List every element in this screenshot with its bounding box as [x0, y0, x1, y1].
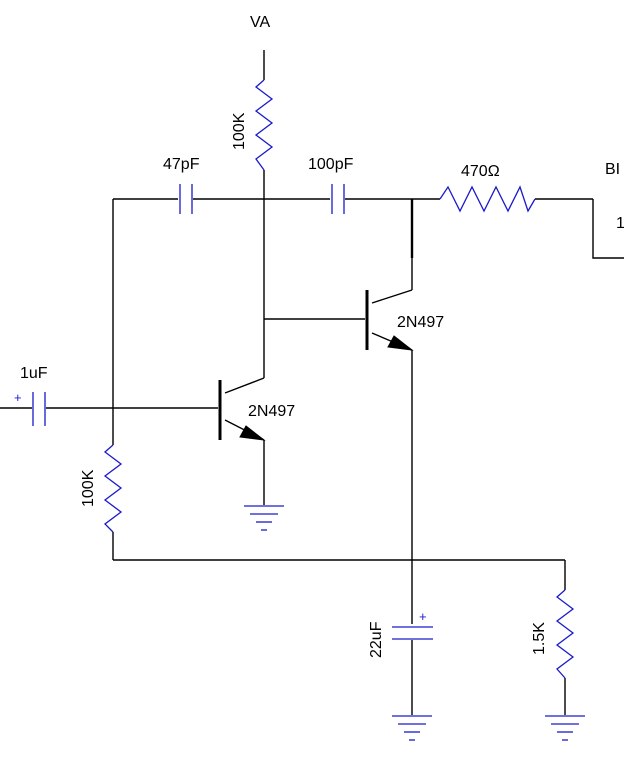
resistor-r2-series [439, 185, 536, 213]
transistor-q1 [218, 380, 266, 441]
label-supply: VA [250, 14, 270, 31]
label-c4: 22uF [368, 621, 385, 658]
wires [0, 50, 624, 715]
resistor-r1-collector [254, 79, 274, 171]
ground-icon [545, 715, 585, 741]
label-c1: 47pF [163, 156, 200, 173]
ground-icon [244, 505, 284, 531]
label-r1: 100K [231, 112, 248, 150]
capacitor-c1-feedback [179, 184, 193, 214]
label-output-2: 1 [616, 215, 624, 232]
label-output: BI [605, 161, 620, 178]
capacitor-c4-bypass: + [392, 609, 433, 640]
label-q2: 2N497 [397, 314, 444, 331]
polarity-plus-bypass: + [419, 609, 427, 624]
label-r3: 100K [80, 469, 97, 507]
ground-icon [392, 715, 432, 741]
polarity-plus-input: + [14, 390, 22, 405]
resistor-r3-bias [103, 444, 123, 533]
label-r4: 1.5K [531, 622, 548, 655]
label-q1: 2N497 [248, 403, 295, 420]
capacitor-c3-input: + [14, 390, 46, 426]
label-c3: 1uF [20, 365, 48, 382]
label-r2: 470Ω [461, 163, 500, 180]
capacitor-c2-coupling [331, 184, 345, 214]
transistor-q2 [365, 290, 414, 351]
resistor-r4-emitter [555, 589, 575, 679]
label-c2: 100pF [308, 156, 354, 173]
